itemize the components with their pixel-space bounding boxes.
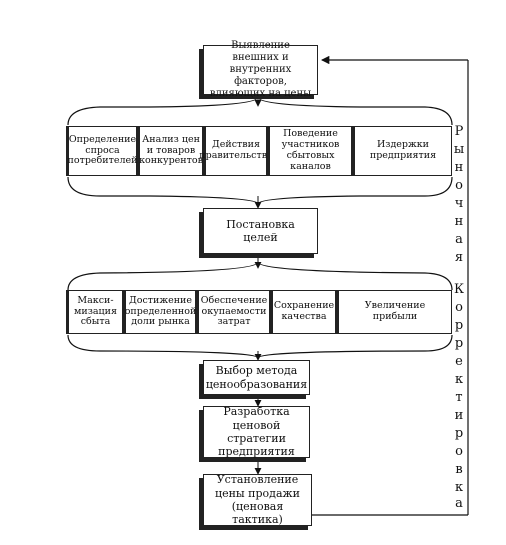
side-label-letter: р: [454, 426, 464, 441]
side-label-letter: и: [454, 408, 464, 423]
method-block: Выбор метода ценообразования: [203, 360, 310, 395]
side-label-letter: а: [455, 496, 463, 511]
side-label-letter: т: [455, 390, 463, 405]
goal-sales: Макси-мизация сбыта: [66, 290, 123, 334]
factor-government: Действия правительства: [199, 126, 273, 176]
side-label-letter: ч: [454, 196, 464, 211]
side-label-letter: К: [453, 282, 465, 297]
factor-costs: Издержки предприятия: [352, 126, 452, 176]
price-text: Установление цены продажи (ценовая такти…: [215, 473, 300, 527]
side-label-letter: н: [454, 214, 464, 229]
goal-profit: Увеличение прибыли: [336, 290, 452, 334]
side-label-letter: к: [454, 480, 464, 495]
strategy-block: Разработка ценовой стратегии предприятия: [203, 405, 310, 459]
side-label-letter: а: [455, 232, 463, 247]
side-label-letter: о: [455, 178, 463, 193]
side-label-letter: в: [455, 462, 463, 477]
goal-quality: Сохранение качества: [270, 290, 336, 334]
goal-market-share: Достижение определенной доли рынка: [123, 290, 196, 334]
side-label-letter: о: [455, 444, 463, 459]
identify-factors-text: Выявление внешних и внутренних факторов,…: [209, 39, 312, 100]
side-label-letter: я: [454, 250, 464, 265]
identify-factors-block: Выявление внешних и внутренних факторов,…: [203, 40, 318, 99]
side-label-letter: н: [454, 160, 464, 175]
factor-channels: Поведение участников сбытовых каналов: [267, 126, 352, 176]
goals-text: Постановка целей: [226, 217, 295, 244]
factor-demand: Определение спроса потребителей: [66, 126, 137, 176]
goals-bottom-brace: [67, 334, 453, 359]
price-block: Установление цены продажи (ценовая такти…: [203, 473, 312, 527]
side-label-letter: Р: [454, 124, 464, 139]
goal-payback: Обеспечение окупаемости затрат: [196, 290, 270, 334]
side-label-letter: е: [455, 354, 463, 369]
factors-bottom-brace: [67, 176, 453, 205]
side-label-letter: ы: [453, 142, 465, 157]
strategy-text: Разработка ценовой стратегии предприятия: [218, 405, 295, 459]
factor-competitors: Анализ цен и товаров конкурентов: [137, 126, 203, 176]
side-label-letter: р: [454, 336, 464, 351]
side-label-letter: о: [455, 300, 463, 315]
side-label-letter: к: [454, 372, 464, 387]
goals-top-brace: [99, 261, 426, 274]
side-label-letter: р: [454, 318, 464, 333]
goals-block: Постановка целей: [203, 208, 318, 254]
method-text: Выбор метода ценообразования: [205, 364, 308, 391]
